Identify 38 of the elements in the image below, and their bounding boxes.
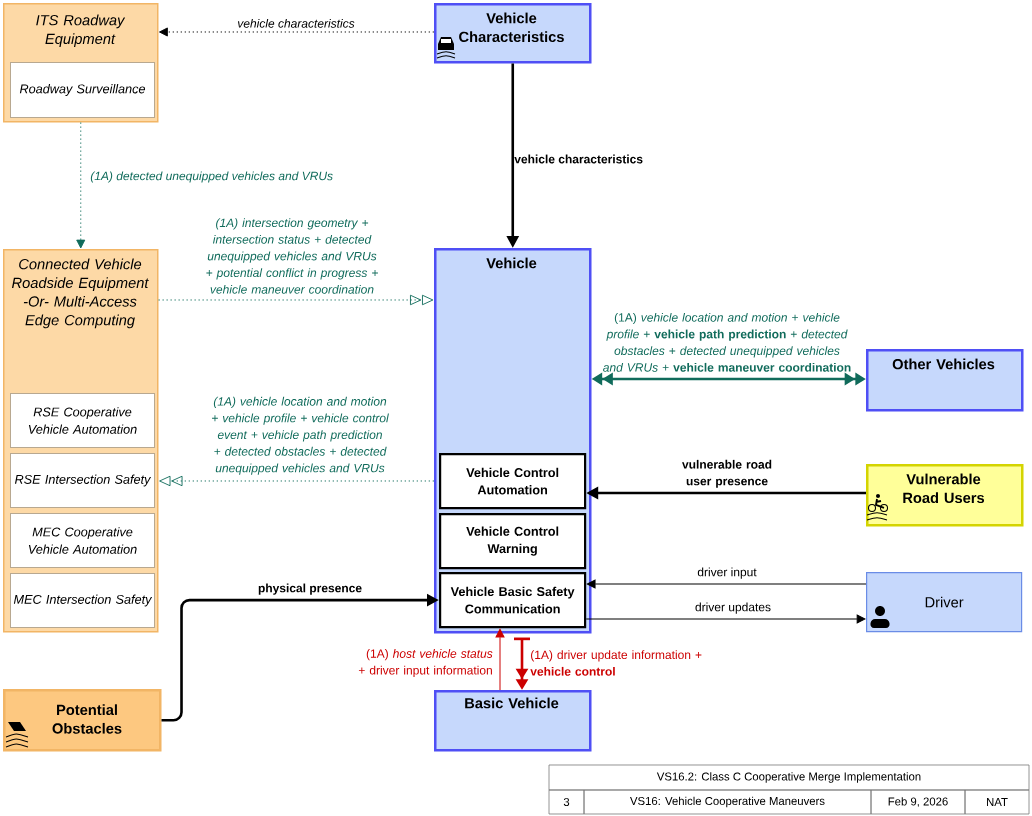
edge-label: driver input	[697, 567, 757, 579]
edge-label: (1A) vehicle location and motion + vehicle profile + vehicle control event + vehicle path prediction + detected obstacles + detected unequipped vehicles and VRUs	[212, 396, 389, 475]
table-cell: VS16: Vehicle Cooperative Maneuvers	[583, 789, 872, 815]
arrow	[76, 122, 86, 249]
arrow	[158, 294, 434, 306]
table-cell: NAT	[964, 789, 1030, 815]
table-cell: 3	[548, 789, 585, 815]
system-box: Other Vehicles	[866, 349, 1024, 412]
function-box: Vehicle Control Automation	[439, 453, 587, 510]
edge-label: vehicle characteristics	[514, 154, 643, 164]
function-box: Vehicle Basic Safety Communication	[439, 572, 587, 629]
function-box: Vehicle Control Warning	[439, 513, 587, 570]
table-cell: Feb 9, 2026	[870, 789, 966, 815]
function-box: RSE Cooperative Vehicle Automation	[10, 393, 155, 448]
edge-label: physical presence	[258, 583, 362, 595]
arrow	[159, 475, 435, 487]
function-box: Roadway Surveillance	[10, 62, 155, 118]
table-cell: VS16.2: Class C Cooperative Merge Implementation	[548, 764, 1030, 791]
arrow	[495, 628, 505, 691]
function-box: MEC Intersection Safety	[10, 573, 155, 628]
edge-label: vulnerable road user presence	[682, 459, 772, 488]
edge-label: (1A) detected unequipped vehicles and VRUs	[90, 171, 333, 183]
system-box: Driver	[866, 572, 1023, 633]
arrow	[586, 579, 867, 589]
arrow	[159, 27, 435, 37]
system-box: Vehicle Characteristics	[434, 3, 592, 64]
arrow	[585, 614, 866, 624]
edge-label: (1A) host vehicle status + driver input information	[358, 649, 493, 677]
edge-label: driver updates	[695, 602, 771, 614]
system-box: Basic Vehicle	[434, 690, 592, 752]
function-box: MEC Cooperative Vehicle Automation	[10, 513, 155, 568]
system-box: Vulnerable Road Users	[866, 464, 1024, 527]
edge-label: (1A) vehicle location and motion + vehicle profile + vehicle path prediction + detected obstacles + detected unequipped vehicles and VRUs + vehicle maneuver coordination	[603, 312, 851, 372]
edge-label: (1A) driver update information + vehicle control	[530, 650, 702, 676]
edge-label: (1A) intersection geometry + intersection status + detected unequipped vehicles and VRUs + potential conflict in progress + vehicle maneuver coordination	[206, 218, 378, 294]
edge-label: vehicle characteristics	[237, 18, 355, 28]
function-box: RSE Intersection Safety	[10, 453, 155, 508]
system-box: Potential Obstacles	[3, 689, 162, 752]
